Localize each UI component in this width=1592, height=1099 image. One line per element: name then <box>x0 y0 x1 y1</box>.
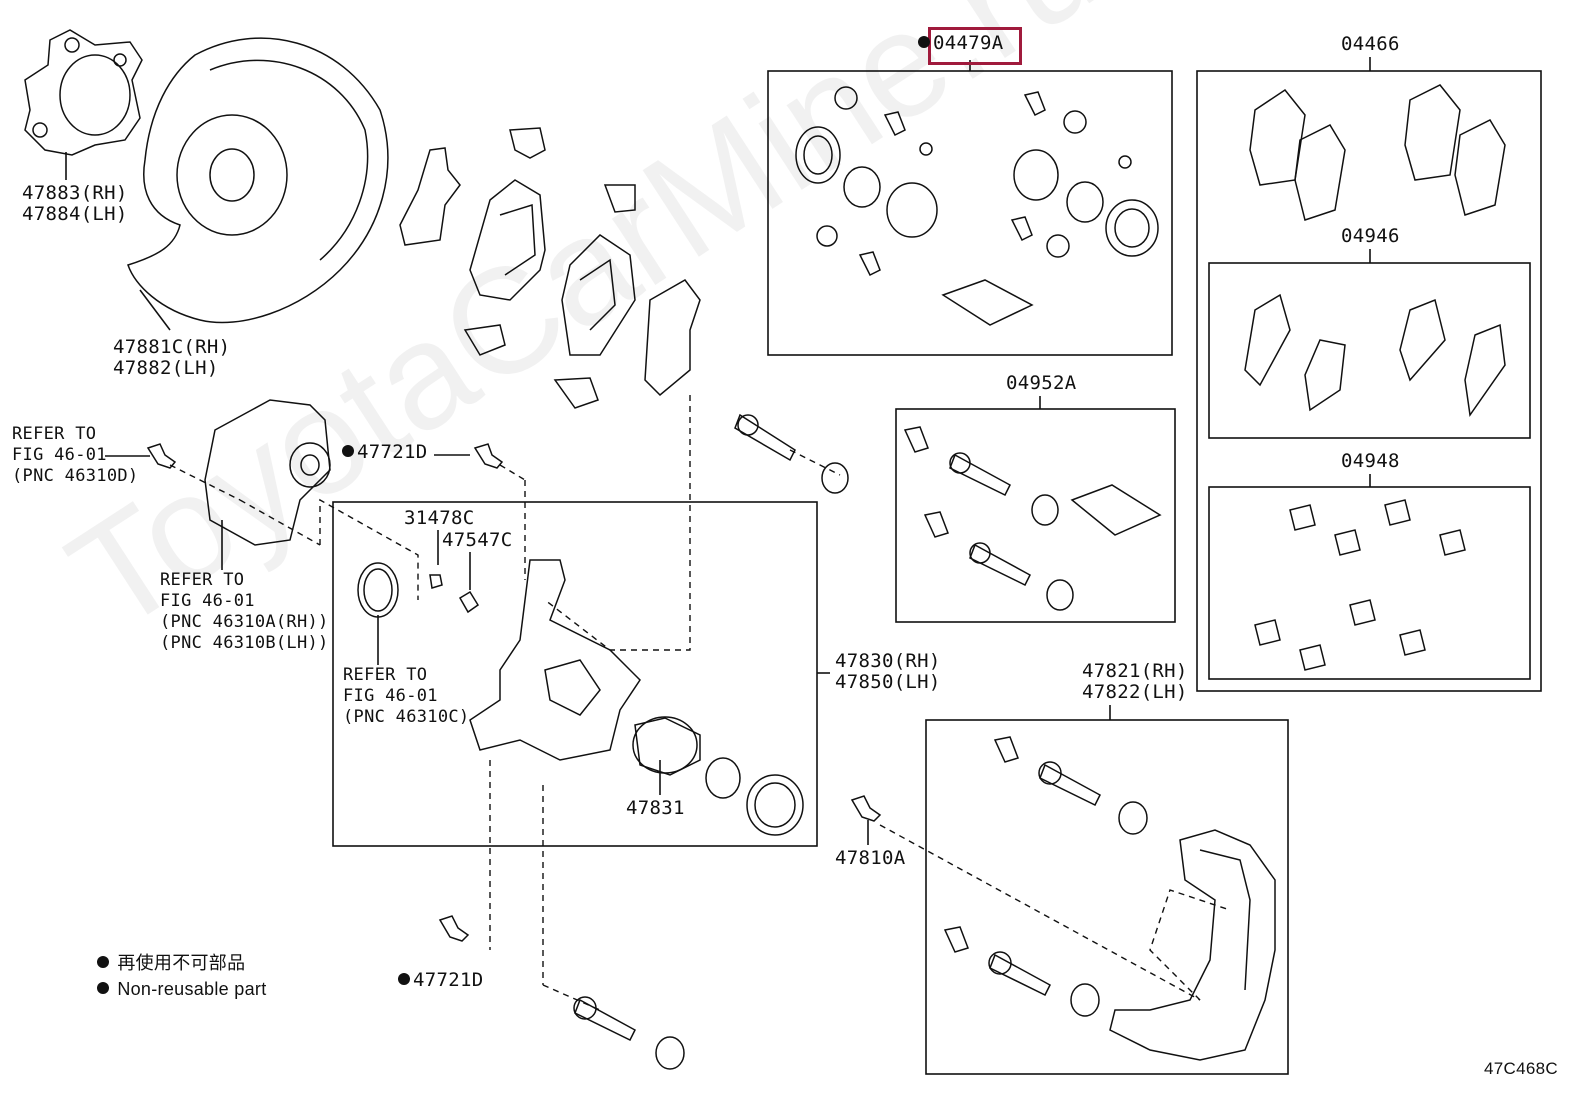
label-47850[interactable]: 47850(LH) <box>835 671 941 693</box>
label-04466[interactable]: 04466 <box>1341 33 1400 55</box>
caliper-body <box>469 559 641 761</box>
box-04948 <box>1208 486 1531 680</box>
label-04946[interactable]: 04946 <box>1341 225 1400 247</box>
label-47881c[interactable]: 47881C(RH) <box>113 336 231 358</box>
label-04479a[interactable]: 04479A <box>918 33 1003 54</box>
box-47821 <box>925 719 1289 1075</box>
label-47883[interactable]: 47883(RH) <box>22 182 128 204</box>
label-47882[interactable]: 47882(LH) <box>113 357 219 379</box>
label-47821[interactable]: 47821(RH) <box>1082 660 1188 682</box>
box-04952a <box>895 408 1176 623</box>
refer-note-3-line1: REFER TO <box>343 665 428 685</box>
label-47822[interactable]: 47822(LH) <box>1082 681 1188 703</box>
hub-carrier <box>24 29 143 156</box>
legend-dot-icon <box>97 956 109 969</box>
label-47831[interactable]: 47831 <box>626 797 685 819</box>
dust-shield <box>127 37 389 324</box>
refer-note-1-line2: FIG 46-01 <box>12 445 107 465</box>
refer-note-3-line3[interactable]: (PNC 46310C) <box>343 707 470 727</box>
refer-note-2-line2: FIG 46-01 <box>160 591 255 611</box>
legend-en: Non-reusable part <box>97 979 267 1000</box>
non-reusable-dot-icon <box>342 444 354 457</box>
caliper-support <box>1109 829 1276 1061</box>
refer-note-1-line1: REFER TO <box>12 424 97 444</box>
figure-code: 47C468C <box>1484 1059 1558 1078</box>
label-47547c[interactable]: 47547C <box>442 529 513 551</box>
legend-dot-icon <box>97 982 109 995</box>
highlight-04479a <box>928 27 1022 65</box>
parking-actuator <box>204 399 331 546</box>
label-47830[interactable]: 47830(RH) <box>835 650 941 672</box>
label-04948[interactable]: 04948 <box>1341 450 1400 472</box>
refer-note-2-line4[interactable]: (PNC 46310B(LH)) <box>160 633 329 653</box>
refer-note-2-line3[interactable]: (PNC 46310A(RH)) <box>160 612 329 632</box>
refer-note-1-line3[interactable]: (PNC 46310D) <box>12 466 139 486</box>
label-47721d-bottom[interactable]: 47721D <box>398 970 483 991</box>
label-47721d-top[interactable]: 47721D <box>342 442 427 463</box>
box-04466 <box>1196 70 1542 692</box>
refer-note-3-line2: FIG 46-01 <box>343 686 438 706</box>
label-47884[interactable]: 47884(LH) <box>22 203 128 225</box>
label-31478c[interactable]: 31478C <box>404 507 475 529</box>
non-reusable-dot-icon <box>918 35 930 48</box>
box-47830 <box>332 501 818 847</box>
label-47810a[interactable]: 47810A <box>835 847 906 869</box>
non-reusable-dot-icon <box>398 972 410 985</box>
label-04952a[interactable]: 04952A <box>1006 372 1077 394</box>
box-04946 <box>1208 262 1531 439</box>
refer-note-2-line1: REFER TO <box>160 570 245 590</box>
legend-cn: 再使用不可部品 <box>97 953 245 974</box>
